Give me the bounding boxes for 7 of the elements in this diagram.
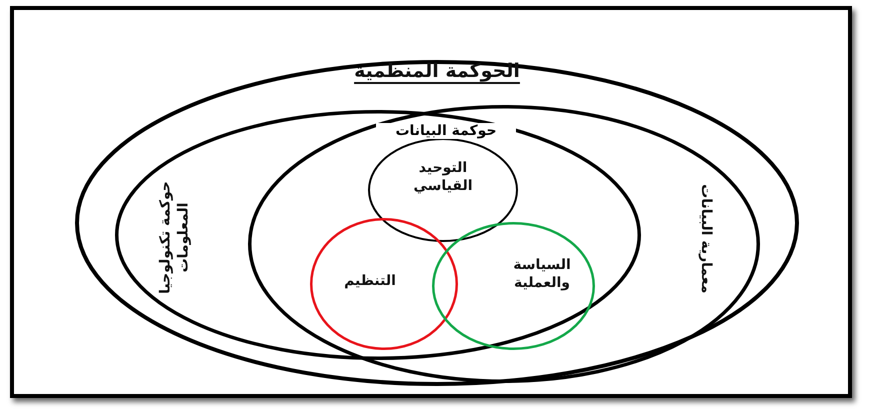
region-label: حوكمة البيانات: [376, 123, 516, 139]
ellipse-label: الحوكمة المنظمية: [353, 60, 521, 84]
ellipse-label: التوحيد القياسي: [412, 160, 474, 195]
ellipse-label: معمارية البيانات: [696, 183, 714, 296]
ellipse-label: حوكمة تكنولوجيا المعلومات: [158, 180, 192, 296]
ellipse-label: السياسة والعملية: [512, 257, 572, 292]
ellipse-label: التنظيم: [343, 273, 397, 290]
